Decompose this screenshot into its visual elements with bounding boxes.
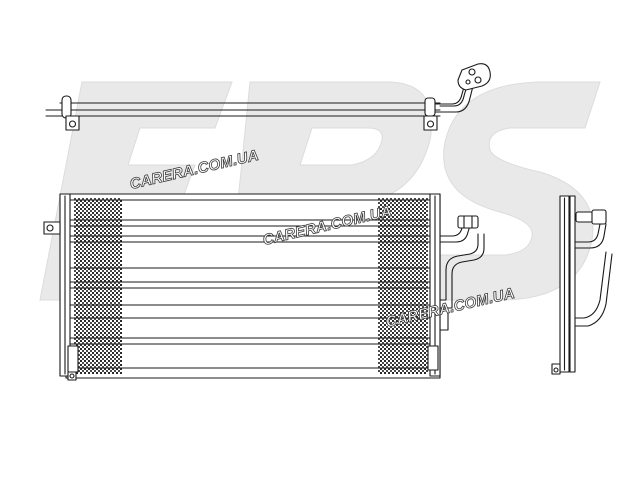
- top-view-bar: [45, 79, 475, 131]
- front-view-pipe: [439, 215, 485, 331]
- top-view-fitting: [457, 63, 491, 91]
- condenser-side-view: [551, 195, 613, 375]
- core-fins-left: [74, 198, 122, 374]
- condenser-front-view: [43, 193, 441, 381]
- core-fins-right: [378, 198, 428, 374]
